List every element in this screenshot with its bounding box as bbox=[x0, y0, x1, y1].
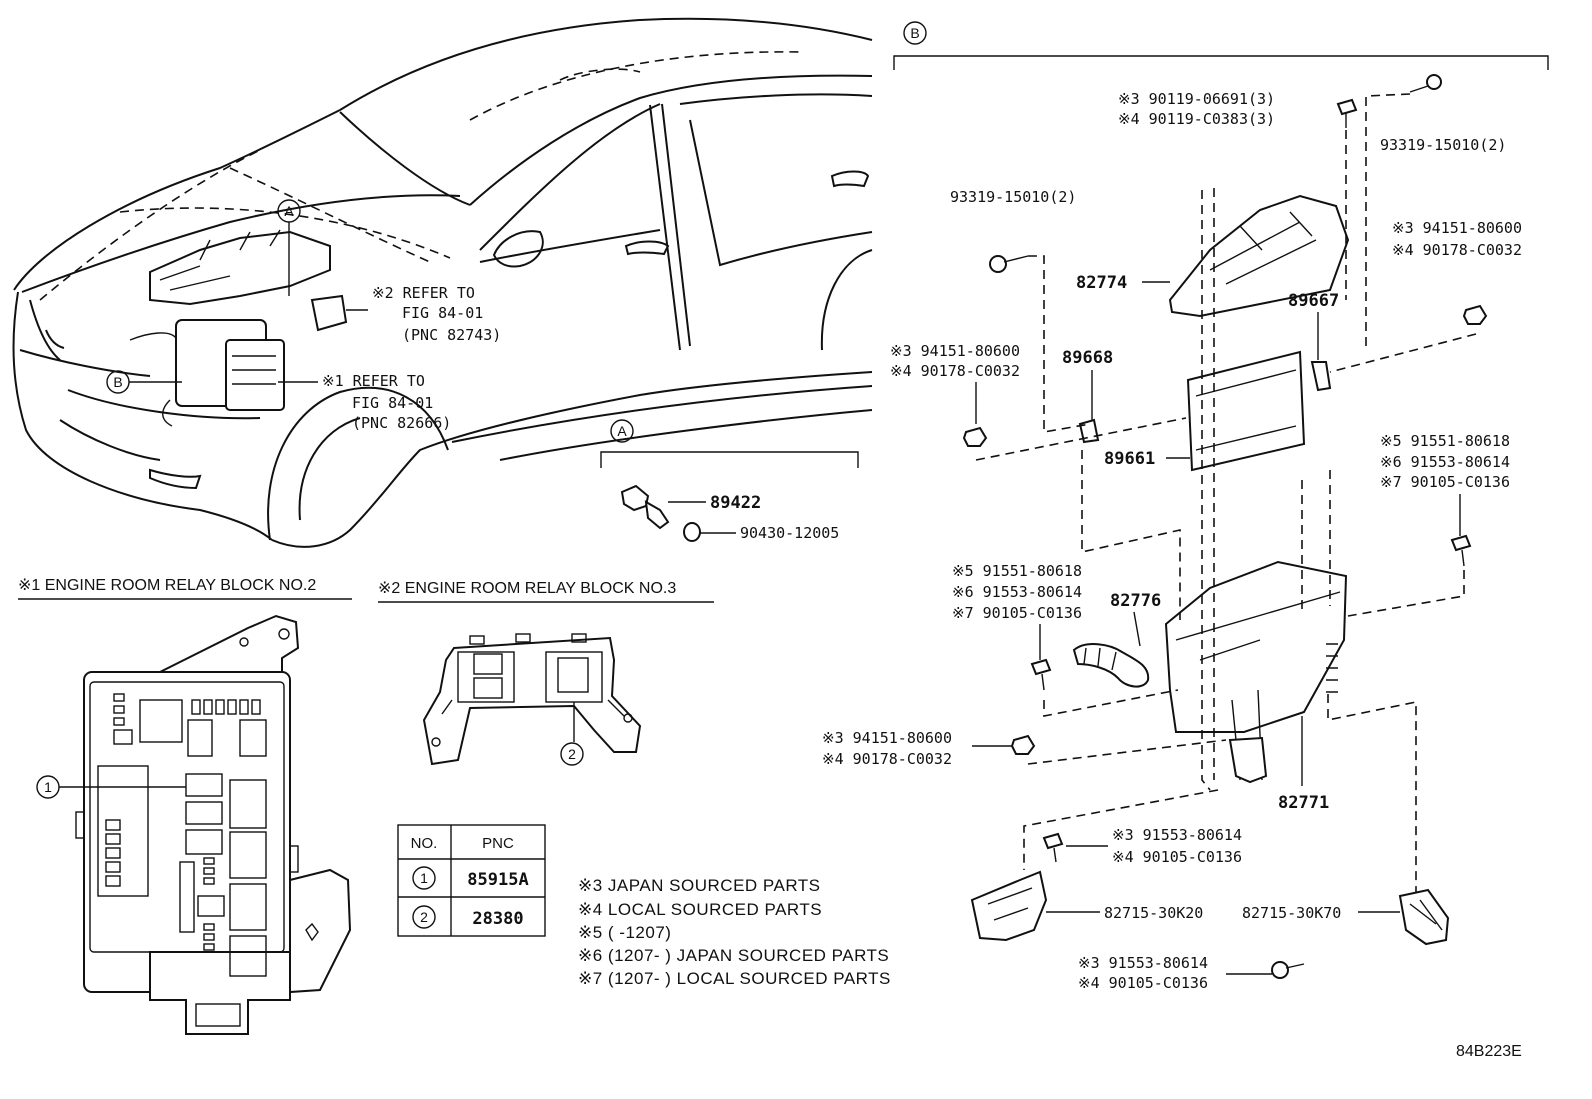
nut-left-japan: ※3 94151-80600 bbox=[890, 342, 1020, 360]
note-6: ※6 (1207- ) JAPAN SOURCED PARTS bbox=[578, 946, 889, 965]
part-82776: 82776 bbox=[1110, 591, 1161, 611]
nut-bottom-local: ※4 90178-C0032 bbox=[822, 750, 952, 768]
bolt-left-7: ※7 90105-C0136 bbox=[952, 604, 1082, 622]
bolt-top-center bbox=[1336, 98, 1358, 128]
bolt-top-japan: ※3 90119-06691(3) bbox=[1118, 90, 1275, 108]
part-82774: 82774 bbox=[1076, 273, 1127, 293]
note-7: ※7 (1207- ) LOCAL SOURCED PARTS bbox=[578, 969, 891, 988]
bolt-bracket-local: ※4 90105-C0136 bbox=[1112, 848, 1242, 866]
section-b: B ※3 90119-06691(3) ※4 90119-C0383(3) 93… bbox=[822, 21, 1549, 992]
bolt-right-6: ※6 91553-80614 bbox=[1380, 453, 1510, 471]
figure-code: 84B223E bbox=[1456, 1043, 1522, 1060]
pnc-header-no: NO. bbox=[411, 835, 438, 852]
bolt-right-7: ※7 90105-C0136 bbox=[1380, 473, 1510, 491]
clip-82715-30k70 bbox=[1398, 888, 1450, 946]
nut-right-japan: ※3 94151-80600 bbox=[1392, 219, 1522, 237]
relay-block-no3: ※2 ENGINE ROOM RELAY BLOCK NO.3 2 bbox=[378, 580, 714, 766]
refer-82666-line1: ※1 REFER TO bbox=[322, 372, 425, 390]
callout-1: 1 bbox=[44, 779, 52, 795]
part-89668: 89668 bbox=[1062, 348, 1113, 368]
callout-a-car-label: A bbox=[284, 203, 294, 219]
callout-a-section: A bbox=[617, 423, 627, 439]
part-89667: 89667 bbox=[1288, 291, 1339, 311]
pnc-table: NO. PNC 1 85915A 2 28380 bbox=[397, 824, 546, 937]
note-5: ※5 ( -1207) bbox=[578, 923, 671, 942]
relay-box-82771 bbox=[1164, 560, 1348, 784]
relay-block-no2: ※1 ENGINE ROOM RELAY BLOCK NO.2 bbox=[18, 577, 352, 1035]
bracket-82715-30k20 bbox=[970, 870, 1048, 942]
note-4: ※4 LOCAL SOURCED PARTS bbox=[578, 900, 822, 919]
bolt-bottom-local: ※4 90105-C0136 bbox=[1078, 974, 1208, 992]
screw-top-right bbox=[1409, 74, 1442, 93]
refer-82743-line1: ※2 REFER TO bbox=[372, 284, 475, 302]
bolt-left-5: ※5 91551-80618 bbox=[952, 562, 1082, 580]
nut-left bbox=[962, 426, 988, 447]
bolt-left bbox=[1030, 658, 1052, 691]
nut-bottom bbox=[1010, 734, 1036, 755]
refer-82666-line3: (PNC 82666) bbox=[352, 414, 451, 432]
nut-right bbox=[1462, 304, 1488, 325]
relay-block-3-title: ※2 ENGINE ROOM RELAY BLOCK NO.3 bbox=[378, 580, 676, 597]
part-82715-30k70: 82715-30K70 bbox=[1242, 904, 1341, 922]
callout-b-car-label: B bbox=[113, 374, 122, 390]
bolt-right bbox=[1450, 534, 1472, 567]
refer-82743-line2: FIG 84-01 bbox=[402, 304, 483, 322]
pnc-row1-pnc: 85915A bbox=[467, 870, 528, 890]
screw-top-left bbox=[989, 255, 1029, 273]
screw-top-right-label: 93319-15010(2) bbox=[1380, 136, 1506, 154]
nut-bottom-japan: ※3 94151-80600 bbox=[822, 729, 952, 747]
bolt-bracket-japan: ※3 91553-80614 bbox=[1112, 826, 1242, 844]
bolt-bottom-japan: ※3 91553-80614 bbox=[1078, 954, 1208, 972]
part-89661: 89661 bbox=[1104, 449, 1155, 469]
part-82715-30k20: 82715-30K20 bbox=[1104, 904, 1203, 922]
pnc-row1-no: 1 bbox=[420, 870, 428, 886]
bolt-left-6: ※6 91553-80614 bbox=[952, 583, 1082, 601]
footnotes: ※3 JAPAN SOURCED PARTS ※4 LOCAL SOURCED … bbox=[578, 876, 891, 988]
bolt-bracket bbox=[1042, 832, 1064, 863]
part-82771: 82771 bbox=[1278, 793, 1329, 813]
bolt-top-local: ※4 90119-C0383(3) bbox=[1118, 110, 1275, 128]
nut-right-local: ※4 90178-C0032 bbox=[1392, 241, 1522, 259]
vehicle-illustration bbox=[12, 17, 873, 548]
section-a: A 89422 90430-12005 bbox=[600, 419, 859, 542]
note-3: ※3 JAPAN SOURCED PARTS bbox=[578, 876, 821, 895]
pnc-header-pnc: PNC bbox=[482, 835, 514, 852]
ecu-89661 bbox=[1186, 350, 1306, 472]
part-90430-12005: 90430-12005 bbox=[740, 524, 839, 542]
refer-82743-line3: (PNC 82743) bbox=[402, 326, 501, 344]
bolt-right-5: ※5 91551-80618 bbox=[1380, 432, 1510, 450]
relay-block-2-title: ※1 ENGINE ROOM RELAY BLOCK NO.2 bbox=[18, 577, 316, 594]
pnc-row2-no: 2 bbox=[420, 909, 428, 925]
vehicle-callouts: A B ※2 REFER TO FIG 84-01 (PNC 82743) ※1… bbox=[106, 199, 501, 432]
nut-left-local: ※4 90178-C0032 bbox=[890, 362, 1020, 380]
bolt-bottom bbox=[1271, 961, 1305, 979]
refer-82666-line2: FIG 84-01 bbox=[352, 394, 433, 412]
pnc-row2-pnc: 28380 bbox=[472, 909, 523, 929]
callout-2: 2 bbox=[568, 746, 576, 762]
part-89422: 89422 bbox=[710, 493, 761, 513]
callout-b-section: B bbox=[910, 25, 919, 41]
screw-top-left-label: 93319-15010(2) bbox=[950, 188, 1076, 206]
hose-82776 bbox=[1072, 643, 1150, 688]
